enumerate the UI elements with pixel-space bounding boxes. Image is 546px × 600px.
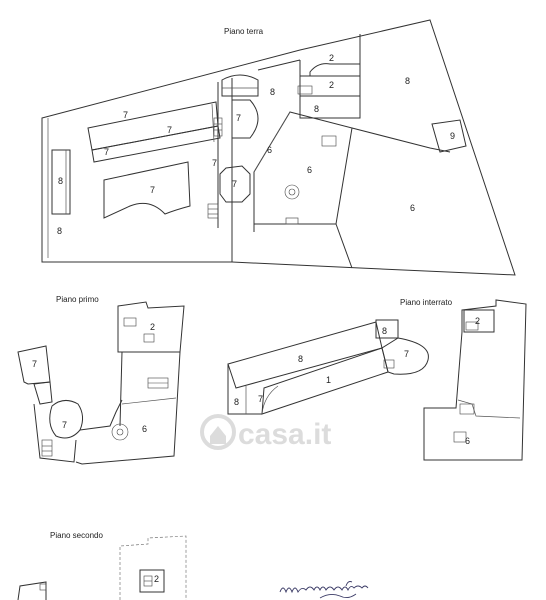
first-floor-plan: Piano primo 7 2 7 6 bbox=[17, 295, 185, 465]
room-label: 6 bbox=[142, 424, 147, 434]
ground-wall-line bbox=[253, 111, 291, 173]
basement-room-8-small bbox=[375, 319, 399, 339]
first-floor-title: Piano primo bbox=[56, 295, 99, 304]
room-label: 7 bbox=[212, 158, 217, 168]
ground-wall-line bbox=[351, 127, 451, 153]
stairs-icon bbox=[321, 135, 337, 147]
handwritten-signature bbox=[279, 581, 369, 599]
room-label: 8 bbox=[270, 87, 275, 97]
room-label: 7 bbox=[32, 359, 37, 369]
ground-corridor-upper bbox=[87, 101, 219, 151]
room-label: 8 bbox=[58, 176, 63, 186]
room-label: 1 bbox=[326, 375, 331, 385]
stairs-icon bbox=[143, 333, 155, 343]
ground-floor-plan: Piano terra bbox=[41, 19, 516, 276]
room-label: 8 bbox=[314, 104, 319, 114]
room-label: 2 bbox=[329, 53, 334, 63]
basement-room-1 bbox=[261, 347, 389, 415]
stairs-icon bbox=[41, 439, 53, 457]
stairs-icon bbox=[453, 431, 467, 443]
room-label: 6 bbox=[465, 436, 470, 446]
room-label: 6 bbox=[410, 203, 415, 213]
second-floor-title: Piano secondo bbox=[50, 531, 103, 540]
basement-room-7-apse bbox=[381, 337, 429, 375]
second-left-fragment bbox=[17, 581, 47, 600]
room-label: 6 bbox=[267, 145, 272, 155]
room-label: 7 bbox=[104, 147, 109, 157]
stairs-icon bbox=[297, 85, 313, 95]
first-wall-line bbox=[75, 351, 181, 465]
room-label: 2 bbox=[154, 574, 159, 584]
spiral-stairs-icon bbox=[288, 188, 296, 196]
basement-wall-line bbox=[227, 364, 262, 415]
room-label: 7 bbox=[258, 394, 263, 404]
room-label: 9 bbox=[450, 131, 455, 141]
first-wall-line bbox=[33, 403, 77, 463]
watermark-text: casa.it bbox=[238, 418, 331, 451]
room-label: 7 bbox=[404, 349, 409, 359]
basement-room-8-long bbox=[227, 321, 383, 389]
ground-room-8-small bbox=[299, 95, 361, 119]
spiral-stairs-icon bbox=[116, 428, 124, 436]
room-label: 8 bbox=[382, 326, 387, 336]
stairs-icon bbox=[213, 117, 223, 137]
ground-wall-line bbox=[335, 223, 353, 269]
spiral-stairs-icon bbox=[111, 423, 129, 441]
stairs-icon bbox=[465, 321, 479, 331]
room-label: 8 bbox=[57, 226, 62, 236]
second-floor-outline bbox=[119, 535, 187, 600]
ground-wall-line bbox=[257, 59, 301, 71]
ground-wall-line bbox=[211, 103, 215, 143]
stairs-icon bbox=[459, 403, 475, 415]
room-label: 2 bbox=[329, 80, 334, 90]
room-label: 6 bbox=[307, 165, 312, 175]
ground-room-7-octagon bbox=[219, 165, 251, 203]
ground-room-8-left bbox=[51, 149, 71, 215]
basement-floor-title: Piano interrato bbox=[400, 298, 453, 307]
room-label: 7 bbox=[123, 110, 128, 120]
second-room-2 bbox=[139, 569, 165, 593]
room-label: 7 bbox=[150, 185, 155, 195]
first-wall-line bbox=[121, 397, 177, 405]
first-room-2 bbox=[117, 301, 185, 353]
basement-wall-line bbox=[457, 399, 521, 419]
stairs-icon bbox=[39, 583, 47, 591]
casa-it-watermark: casa.it bbox=[200, 414, 331, 451]
ground-room-7-central bbox=[103, 161, 191, 219]
room-label: 7 bbox=[167, 125, 172, 135]
first-wall-line bbox=[119, 351, 123, 427]
ground-room-7-apse bbox=[231, 99, 259, 139]
room-label: 7 bbox=[232, 179, 237, 189]
ground-door bbox=[285, 217, 299, 225]
first-corridor-left bbox=[33, 381, 53, 405]
ground-room-9 bbox=[431, 119, 467, 153]
stairs-icon bbox=[207, 203, 219, 219]
room-label: 2 bbox=[475, 316, 480, 326]
basement-room-2 bbox=[463, 309, 495, 333]
room-label: 7 bbox=[62, 420, 67, 430]
first-wall-line bbox=[79, 399, 123, 431]
ground-room-8-arc bbox=[221, 74, 259, 97]
basement-wall-line bbox=[261, 385, 279, 415]
ground-room-2-upper bbox=[309, 63, 361, 77]
basement-floor-plan: Piano interrato 8 8 7 1 8 7 2 6 bbox=[227, 298, 527, 461]
house-icon bbox=[200, 414, 236, 450]
second-floor-plan: Piano secondo 2 bbox=[17, 531, 187, 600]
ground-room-6 bbox=[253, 111, 353, 225]
room-label: 2 bbox=[150, 322, 155, 332]
room-label: 8 bbox=[405, 76, 410, 86]
room-label: 8 bbox=[298, 354, 303, 364]
ground-floor-title: Piano terra bbox=[224, 27, 264, 36]
stairs-icon bbox=[123, 317, 137, 327]
stairs-icon bbox=[383, 359, 395, 369]
basement-right-wing bbox=[423, 299, 527, 461]
ground-corridor-lower bbox=[91, 125, 221, 163]
room-label: 8 bbox=[234, 397, 239, 407]
spiral-stairs-icon bbox=[284, 184, 300, 200]
ground-floor-outline bbox=[41, 19, 516, 276]
room-label: 7 bbox=[236, 113, 241, 123]
